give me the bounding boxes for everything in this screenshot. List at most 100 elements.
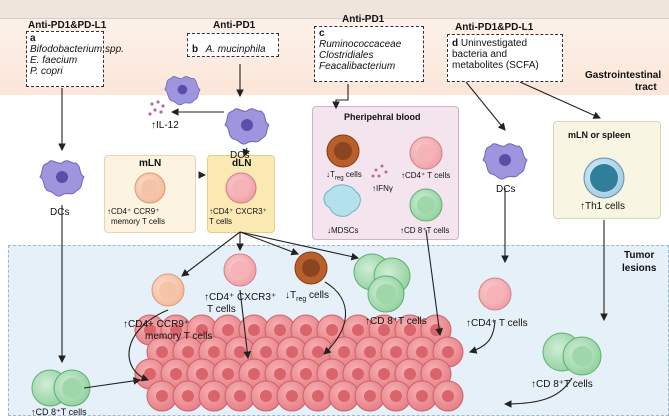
tumor-cell-nucleus (390, 346, 402, 358)
pb-mdsc-label: ↓MDSCs (327, 226, 359, 235)
tumor-cell-nucleus (286, 390, 298, 402)
mdsc-cell (323, 184, 361, 217)
spleen-title: mLN or spleen (568, 130, 631, 140)
tumor-cell-nucleus (416, 390, 428, 402)
tum-cd8-mid-nucleus (376, 284, 396, 304)
tum-treg-tail: cells (306, 290, 330, 301)
tumor-cell-nucleus (274, 368, 286, 380)
dc-b-2 (164, 76, 201, 106)
tumor-cell-nucleus (338, 390, 350, 402)
tumor-mass (134, 314, 464, 412)
tum-cd4-right-label: ↑CD4⁺ T cells (466, 318, 528, 329)
pb-cd4-label: ↑CD4⁺ T cells (401, 171, 451, 180)
pb-ifn-label: ↑IFNγ (372, 184, 393, 193)
tum-cxcr3-nucleus (231, 261, 249, 279)
dc-d (482, 143, 528, 180)
tumor-cell-nucleus (170, 324, 182, 336)
dln-title: dLN (232, 158, 252, 169)
header-b: Anti-PD1 (213, 20, 256, 31)
flow-arrows (58, 64, 608, 408)
tumor-cell-nucleus (144, 368, 156, 380)
tum-cd8-right-label: ↑CD 8⁺T cells (531, 379, 593, 390)
tumor-cell-nucleus (260, 390, 272, 402)
tumor-cell-nucleus (378, 368, 390, 380)
box-d: d Uninvestigated bacteria and metabolite… (447, 34, 563, 82)
tumor-cell-nucleus (416, 346, 428, 358)
box-a-line-2: E. faecium (30, 55, 78, 66)
tumor-cell-nucleus (312, 390, 324, 402)
tumor-cell-nucleus (286, 346, 298, 358)
tum-ccr9-line-1: ↑CD4+ CCR9⁺ (123, 319, 190, 330)
dcs-b-label: DCs (230, 150, 250, 161)
dc-a (39, 160, 85, 197)
box-c-line-3: Feacalibacterium (319, 61, 396, 72)
tumor-cell-nucleus (390, 390, 402, 402)
tumor-cell-nucleus (248, 368, 260, 380)
box-d-letter: d (452, 38, 459, 49)
box-d-line-2: bacteria and (452, 49, 508, 60)
pb-title: Pheripehral blood (344, 112, 421, 122)
tumor-cell-nucleus (208, 346, 220, 358)
tumor-cell-nucleus (300, 368, 312, 380)
pb-treg-nucleus (334, 142, 352, 160)
tumor-cell-nucleus (326, 368, 338, 380)
header-d: Anti-PD1&PD-L1 (455, 22, 534, 33)
pb-treg-label: ↓Treg cells (326, 170, 362, 184)
tumor-cell-nucleus (338, 346, 350, 358)
tumor-label-1: Tumor (624, 250, 655, 261)
cd8-left-nucleus (62, 378, 82, 398)
tumor-cell-nucleus (364, 390, 376, 402)
header-a: Anti-PD1&PD-L1 (28, 20, 107, 31)
header-c: Anti-PD1 (342, 14, 385, 25)
box-a-line-1: Bifodobacterium spp. (30, 44, 124, 55)
gut-lining (0, 0, 669, 19)
tumor-cell-nucleus (196, 368, 208, 380)
pb-treg-tail: cells (343, 170, 362, 179)
box-b-letter: b (192, 44, 199, 55)
box-c: c Ruminococcaceae Clostridiales Feacalib… (314, 26, 424, 82)
il12-dots (148, 100, 165, 116)
spleen-th1-label: ↑Th1 cells (580, 201, 626, 212)
il12-label: ↑IL-12 (151, 120, 179, 131)
tumor-cell-nucleus (378, 324, 390, 336)
box-b-line-1: A. mucinphila (205, 44, 266, 55)
tumor-cell-nucleus (260, 346, 272, 358)
tumor-cell-nucleus (144, 324, 156, 336)
tum-cd4-right-nucleus (486, 285, 504, 303)
tumor-cell-nucleus (222, 324, 234, 336)
pb-cd8-label: ↑CD 8⁺T cells (400, 226, 450, 235)
pb-treg-text: ↓T (326, 170, 335, 179)
tumor-cell-nucleus (404, 368, 416, 380)
tumor-cell-nucleus (222, 368, 234, 380)
pb-cd8-nucleus (417, 196, 435, 214)
tum-treg-text: ↓T (285, 290, 297, 301)
box-d-line-3: metabolites (SCFA) (452, 60, 539, 71)
tumor-cell-nucleus (364, 346, 376, 358)
tum-treg-label: ↓Treg cells (285, 290, 329, 305)
tumor-label-2: lesions (622, 263, 657, 274)
tum-treg-nucleus (302, 259, 320, 277)
tumor-cell-nucleus (442, 390, 454, 402)
tumor-cell-nucleus (234, 390, 246, 402)
box-a-line-3: P. copri (30, 66, 63, 77)
tum-cxcr3-line-1: ↑CD4⁺ CXCR3⁺ (204, 292, 277, 303)
tumor-cell-nucleus (274, 324, 286, 336)
box-c-line-2: Clostridiales (319, 50, 374, 61)
tum-ccr9-line-2: memory T cells (145, 331, 213, 342)
tumor-cell-nucleus (182, 346, 194, 358)
mln-cells-line-2: memory T cells (111, 217, 165, 226)
gi-label-2: tract (635, 82, 657, 93)
tumor-cell-nucleus (156, 390, 168, 402)
pb-treg-sub: reg (334, 175, 344, 182)
dcs-a-label: DCs (50, 207, 70, 218)
tumor-cell-nucleus (404, 324, 416, 336)
box-a-letter: a (30, 33, 36, 44)
tumor-cell-nucleus (326, 324, 338, 336)
ifn-dots (371, 164, 388, 178)
box-c-letter: c (319, 28, 325, 39)
tumor-cell-nucleus (196, 324, 208, 336)
tumor-cell-nucleus (352, 324, 364, 336)
tumor-cell-nucleus (208, 390, 220, 402)
